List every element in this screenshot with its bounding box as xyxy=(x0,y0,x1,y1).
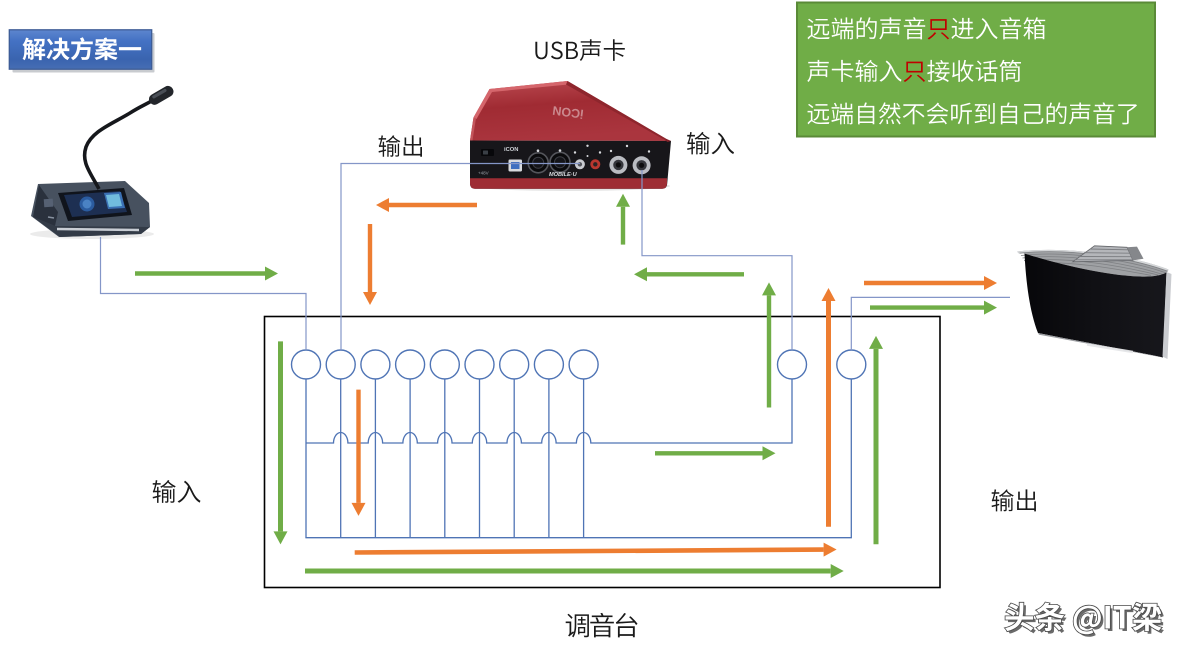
svg-text:iCON: iCON xyxy=(552,103,585,121)
svg-text:MOBILE·U: MOBILE·U xyxy=(549,172,578,178)
svg-text:iCON: iCON xyxy=(504,147,519,153)
svg-text:+48V: +48V xyxy=(478,171,489,176)
